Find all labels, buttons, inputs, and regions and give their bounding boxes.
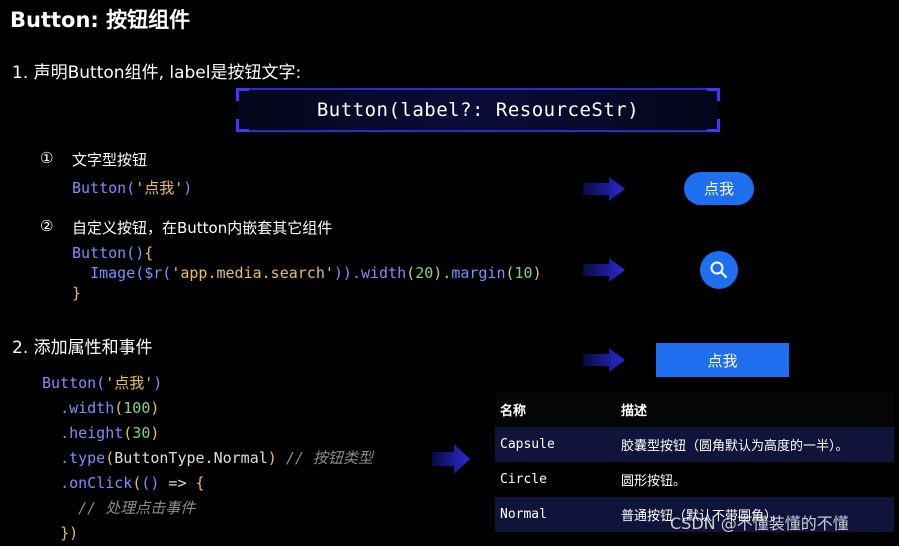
item1-code: Button('点我')	[72, 178, 192, 198]
table-cell: 普通按钮（默认不带圆角）。	[621, 509, 784, 524]
code-token: {	[195, 474, 205, 492]
item2-code: Button(){ Image($r('app.media.search')).…	[72, 243, 542, 303]
button-type-table: 名称 描述 Capsule 胶囊型按钮（圆角默认为高度的一半）。 Circle …	[495, 392, 894, 532]
table-row: Circle 圆形按钮。	[495, 462, 894, 497]
arrow-right-icon	[583, 258, 625, 282]
table-cell: 胶囊型按钮（圆角默认为高度的一半）。	[621, 439, 849, 454]
code-token: )	[150, 399, 160, 417]
code-token: .width	[60, 399, 115, 417]
table-header: 名称 描述	[495, 392, 894, 427]
item2-marker: ②	[40, 217, 54, 235]
code-token: .type	[60, 449, 106, 467]
circle-button-preview[interactable]	[700, 251, 738, 289]
code-token: ButtonType.Normal	[114, 449, 268, 467]
code-token: 100	[123, 399, 151, 417]
table-header-cell: 名称	[500, 404, 527, 419]
page-title: Button: 按钮组件	[10, 8, 191, 32]
table-header-cell: 描述	[621, 404, 648, 419]
code-token: (	[505, 264, 515, 282]
search-icon	[710, 261, 728, 279]
signature-box: Button(label?: ResourceStr)	[236, 88, 720, 132]
code-token: .onClick	[60, 474, 133, 492]
item2-label: 自定义按钮，在Button内嵌套其它组件	[72, 219, 333, 237]
code-token: Button()	[72, 244, 145, 262]
table-cell: Circle	[500, 472, 547, 487]
code-token: (	[114, 399, 124, 417]
code-token: Button(	[42, 374, 106, 392]
corner-decoration	[236, 88, 249, 101]
arrow-right-icon	[583, 348, 625, 372]
watermark: CSDN @不懂装懂的不懂	[670, 514, 849, 533]
corner-decoration	[707, 119, 720, 132]
table-cell: Normal	[500, 507, 547, 522]
signature-text: Button(label?: ResourceStr)	[316, 99, 640, 121]
code-token: ()	[141, 474, 160, 492]
section-1-heading: 1. 声明Button组件, label是按钮文字:	[12, 63, 302, 83]
code-token: 20	[415, 264, 434, 282]
code-token: (	[406, 264, 416, 282]
code-token: {	[144, 244, 154, 262]
capsule-button-preview[interactable]: 点我	[684, 172, 754, 205]
code-comment: // 处理点击事件	[78, 499, 196, 517]
code-token: 'app.media.search'	[171, 264, 334, 282]
code-token: )).	[333, 264, 361, 282]
code-token: )	[183, 179, 193, 197]
code-token: ).	[433, 264, 452, 282]
arrow-right-icon	[432, 444, 470, 474]
code-token: )	[150, 424, 160, 442]
code-token: '点我'	[135, 179, 184, 197]
arrow-right-icon	[583, 177, 625, 201]
code-token: })	[60, 524, 79, 542]
item1-label: 文字型按钮	[72, 151, 148, 169]
code-token: (	[123, 424, 133, 442]
code-token: (	[132, 474, 142, 492]
code-comment: // 按钮类型	[276, 449, 373, 467]
code-token: $r(	[144, 264, 172, 282]
table-row: Normal 普通按钮（默认不带圆角）。	[495, 497, 894, 532]
section-2-heading: 2. 添加属性和事件	[12, 338, 153, 358]
code-token: )	[532, 264, 542, 282]
normal-button-preview[interactable]: 点我	[656, 343, 789, 377]
code-token: 30	[132, 424, 151, 442]
code-token: Button(	[72, 179, 136, 197]
table-cell: Capsule	[500, 437, 555, 452]
code-token: margin	[451, 264, 506, 282]
code-token: width	[361, 264, 407, 282]
code-token: '点我'	[105, 374, 154, 392]
corner-decoration	[236, 119, 249, 132]
code-token: )	[267, 449, 277, 467]
code-token: Image(	[90, 264, 145, 282]
corner-decoration	[707, 88, 720, 101]
code-token: }	[72, 284, 82, 302]
code-token: (	[105, 449, 115, 467]
section2-code: Button('点我') .width(100) .height(30) .ty…	[42, 371, 373, 546]
item1-marker: ①	[40, 149, 54, 167]
code-token: )	[153, 374, 163, 392]
code-token: .height	[60, 424, 124, 442]
code-token: =>	[159, 474, 196, 492]
table-cell: 圆形按钮。	[621, 474, 687, 489]
table-row: Capsule 胶囊型按钮（圆角默认为高度的一半）。	[495, 427, 894, 462]
code-token: 10	[514, 264, 533, 282]
